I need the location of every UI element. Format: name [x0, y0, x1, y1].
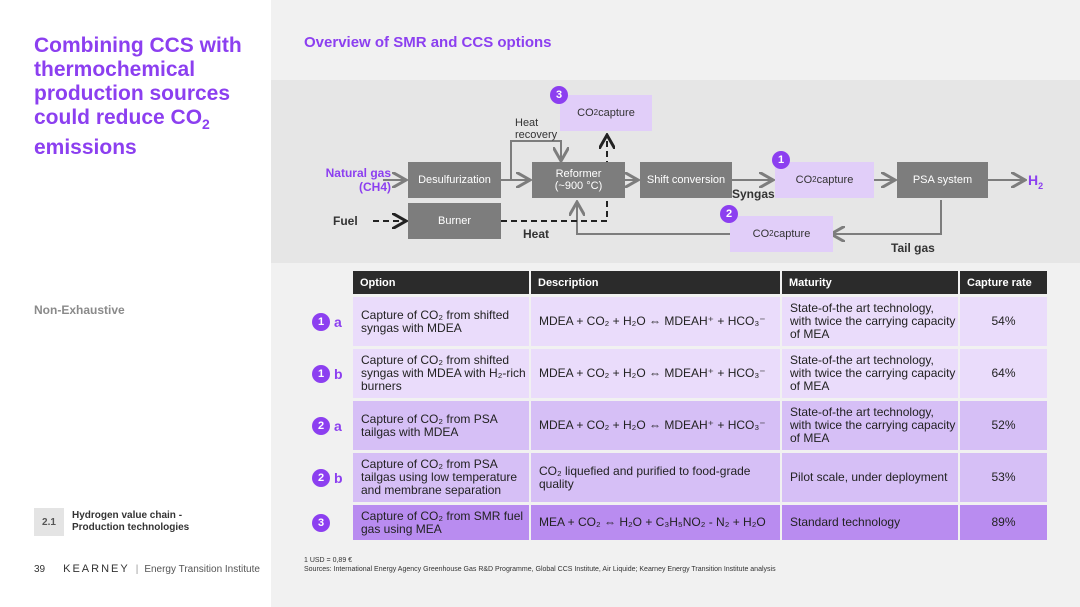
cell-description: MDEA + CO₂ + H₂O ⇔ MDEAH⁺ + HCO₃⁻	[531, 297, 780, 346]
page-number: 39	[34, 563, 46, 575]
h2-label: H2	[1028, 172, 1044, 191]
arrow-heat-recovery	[510, 140, 561, 180]
heat-label: Heat	[523, 227, 550, 241]
table-header-option: Option	[353, 271, 529, 294]
row-option-label: 3	[312, 513, 334, 532]
row-option-letter: a	[334, 417, 342, 434]
footnote-sources: Sources: International Energy Agency Gre…	[304, 566, 776, 573]
cell-maturity: Pilot scale, under deployment	[782, 453, 958, 502]
table-header-capture-rate: Capture rate	[960, 271, 1047, 294]
non-exhaustive-label: Non-Exhaustive	[34, 303, 125, 317]
psa-system-box: PSA system	[897, 162, 988, 198]
section-number: 2.1	[34, 508, 64, 536]
row-option-letter: a	[334, 313, 342, 330]
tail-gas-label: Tail gas	[891, 241, 935, 255]
reformer-temp: (~900 °C)	[554, 180, 603, 192]
natural-gas-label: Natural gas (CH4)	[325, 166, 391, 194]
cell-description: MDEA + CO₂ + H₂O ⇔ MDEAH⁺ + HCO₃⁻	[531, 401, 780, 450]
left-panel	[0, 0, 271, 607]
section-tag: 2.1 Hydrogen value chain - Production te…	[34, 508, 222, 536]
process-diagram: Natural gas (CH4) Fuel Desulfurization B…	[271, 80, 1080, 263]
burner-box: Burner	[408, 203, 501, 239]
slide-subtitle: Overview of SMR and CCS options	[304, 34, 552, 51]
cell-maturity: Standard technology	[782, 505, 958, 540]
arrow-capture2-reformer	[577, 204, 730, 235]
cell-capture-rate: 89%	[960, 505, 1047, 540]
cell-description: CO₂ liquefied and purified to food-grade…	[531, 453, 780, 502]
cell-maturity: State-of-the art technology, with twice …	[782, 297, 958, 346]
badge-2: 2	[720, 205, 738, 223]
desulfurization-box: Desulfurization	[408, 162, 501, 198]
row-option-letter: b	[334, 469, 343, 486]
shift-conversion-box: Shift conversion	[640, 162, 732, 198]
cell-option: Capture of CO₂ from PSA tailgas using lo…	[353, 453, 529, 502]
cell-option: Capture of CO₂ from shifted syngas with …	[353, 349, 529, 398]
fuel-label: Fuel	[333, 214, 358, 228]
arrow-tailgas	[833, 200, 942, 234]
heat-recovery-label: Heat recovery	[515, 117, 558, 141]
table-header-maturity: Maturity	[782, 271, 958, 294]
cell-description: MEA + CO₂ ⇔ H₂O + C₃H₅NO₂ - N₂ + H₂O	[531, 505, 780, 540]
row-number-badge: 2	[312, 468, 330, 487]
cell-capture-rate: 52%	[960, 401, 1047, 450]
row-number-badge: 1	[312, 312, 330, 331]
page-title: Combining CCS with thermochemical produc…	[34, 34, 242, 160]
cell-description: MDEA + CO₂ + H₂O ⇔ MDEAH⁺ + HCO₃⁻	[531, 349, 780, 398]
institute-name: Energy Transition Institute	[144, 563, 260, 575]
footnotes: 1 USD = 0,89 € Sources: International En…	[304, 556, 776, 574]
section-label: Hydrogen value chain - Production techno…	[72, 510, 190, 533]
cell-capture-rate: 64%	[960, 349, 1047, 398]
cell-capture-rate: 53%	[960, 453, 1047, 502]
cell-maturity: State-of-the art technology, with twice …	[782, 401, 958, 450]
syngas-label: Syngas	[732, 187, 775, 201]
row-number-badge: 2	[312, 416, 330, 435]
reformer-box: Reformer (~900 °C)	[532, 162, 625, 198]
footnote-currency: 1 USD = 0,89 €	[304, 557, 353, 564]
cell-option: Capture of CO₂ from SMR fuel gas using M…	[353, 505, 529, 540]
cell-option: Capture of CO₂ from PSA tailgas with MDE…	[353, 401, 529, 450]
footer: 39 KEARNEY | Energy Transition Institute	[34, 563, 260, 575]
badge-1: 1	[772, 151, 790, 169]
reformer-label: Reformer	[555, 168, 602, 180]
badge-3: 3	[550, 86, 568, 104]
row-number-badge: 1	[312, 364, 330, 383]
diagram-connectors	[373, 80, 1080, 263]
table-header-description: Description	[531, 271, 780, 294]
cell-maturity: State-of-the art technology, with twice …	[782, 349, 958, 398]
brand-logo: KEARNEY	[63, 563, 130, 575]
cell-option: Capture of CO₂ from shifted syngas with …	[353, 297, 529, 346]
cell-capture-rate: 54%	[960, 297, 1047, 346]
footer-divider: |	[135, 563, 139, 575]
row-option-letter: b	[334, 365, 343, 382]
row-number-badge: 3	[312, 513, 330, 532]
